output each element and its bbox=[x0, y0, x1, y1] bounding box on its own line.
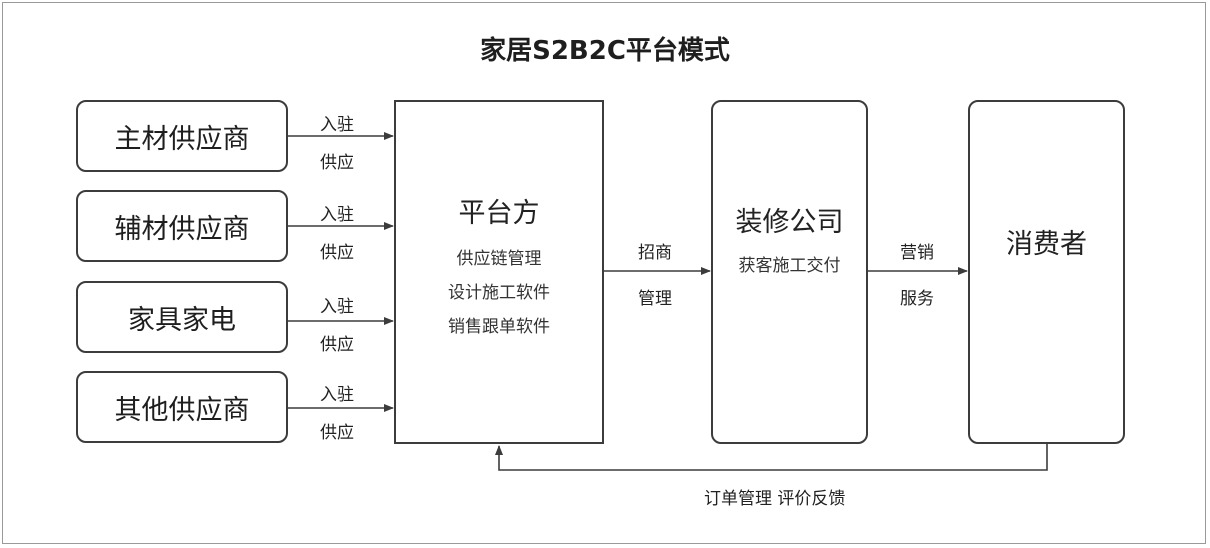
arrow-label-service: 服务 bbox=[900, 289, 934, 309]
arrow-label-marketing: 营销 bbox=[900, 243, 934, 263]
arrow-label-supply: 供应 bbox=[320, 243, 354, 263]
arrow-label-join: 入驻 bbox=[320, 385, 354, 405]
company-box: 装修公司 获客施工交付 bbox=[711, 100, 868, 444]
supplier-box-auxiliary-materials: 辅材供应商 bbox=[76, 190, 288, 262]
platform-item: 设计施工软件 bbox=[448, 282, 550, 303]
platform-item: 供应链管理 bbox=[456, 248, 542, 269]
arrow-label-supply: 供应 bbox=[320, 423, 354, 443]
diagram-title: 家居S2B2C平台模式 bbox=[480, 36, 730, 66]
arrow-label-manage: 管理 bbox=[638, 289, 672, 309]
supplier-box-other: 其他供应商 bbox=[76, 371, 288, 443]
platform-item: 销售跟单软件 bbox=[448, 316, 550, 337]
arrow-label-supply: 供应 bbox=[320, 335, 354, 355]
platform-name: 平台方 bbox=[458, 197, 540, 229]
arrow-consumer-feedback-to-platform bbox=[495, 444, 1048, 471]
supplier-box-main-materials: 主材供应商 bbox=[76, 100, 288, 172]
consumer-name: 消费者 bbox=[1006, 228, 1087, 260]
company-name: 装修公司 bbox=[735, 206, 844, 238]
supplier-box-furniture-appliances: 家具家电 bbox=[76, 281, 288, 353]
arrow-label-supply: 供应 bbox=[320, 153, 354, 173]
supplier-name: 家具家电 bbox=[128, 304, 236, 336]
arrow-label-join: 入驻 bbox=[320, 297, 354, 317]
supplier-name: 其他供应商 bbox=[114, 394, 250, 426]
supplier-name: 主材供应商 bbox=[114, 123, 250, 155]
supplier-name: 辅材供应商 bbox=[114, 213, 250, 245]
arrow-label-join: 入驻 bbox=[320, 205, 354, 225]
platform-box: 平台方 供应链管理 设计施工软件 销售跟单软件 bbox=[394, 100, 604, 444]
arrow-label-recruit: 招商 bbox=[638, 243, 672, 263]
consumer-box: 消费者 bbox=[968, 100, 1125, 444]
feedback-label: 订单管理 评价反馈 bbox=[704, 489, 846, 509]
arrow-label-join: 入驻 bbox=[320, 115, 354, 135]
company-desc: 获客施工交付 bbox=[738, 255, 841, 276]
